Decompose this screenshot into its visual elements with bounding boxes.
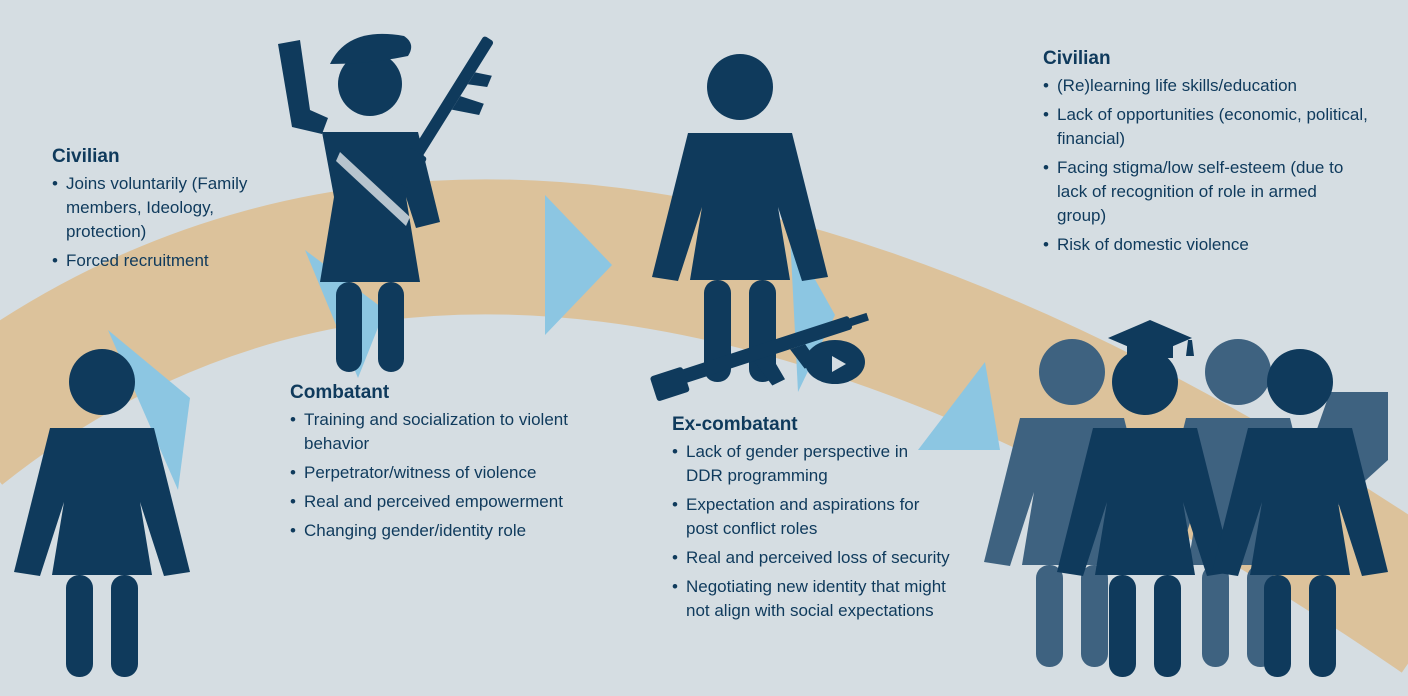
stage-item: Forced recruitment xyxy=(52,249,297,273)
rifle-icon xyxy=(392,36,494,188)
graduate-group-icon xyxy=(984,320,1388,677)
stage-item: Real and perceived empowerment xyxy=(290,490,635,514)
stage-item: Real and perceived loss of security xyxy=(672,546,997,570)
stage-item: Expectation and aspirations for post con… xyxy=(672,493,948,541)
stage-item: Perpetrator/witness of violence xyxy=(290,461,635,485)
stage-items: (Re)learning life skills/education Lack … xyxy=(1043,74,1388,257)
stage-item: Negotiating new identity that might not … xyxy=(672,575,971,623)
rifle-icon xyxy=(650,312,869,401)
beret-icon xyxy=(330,33,412,64)
stage-title: Combatant xyxy=(290,382,390,403)
ex-combatant-woman-icon xyxy=(650,54,869,401)
stage-item: (Re)learning life skills/education xyxy=(1043,74,1388,98)
stage-items: Lack of gender perspective in DDR progra… xyxy=(672,440,997,623)
stage-items: Training and socialization to violent be… xyxy=(290,408,635,543)
stage-item: Joins voluntarily (Family members, Ideol… xyxy=(52,172,297,244)
stage-civilian-end: Civilian (Re)learning life skills/educat… xyxy=(1043,48,1388,262)
stage-ex-combatant: Ex-combatant Lack of gender perspective … xyxy=(672,414,997,628)
stage-items: Joins voluntarily (Family members, Ideol… xyxy=(52,172,297,273)
stage-title: Civilian xyxy=(1043,48,1111,69)
stage-item: Changing gender/identity role xyxy=(290,519,635,543)
arrow-icon xyxy=(545,195,612,335)
graduation-cap-icon xyxy=(1108,320,1194,358)
stage-title: Ex-combatant xyxy=(672,414,798,435)
stage-title: Civilian xyxy=(52,146,120,167)
stage-combatant: Combatant Training and socialization to … xyxy=(290,382,635,548)
stage-item: Facing stigma/low self-esteem (due to la… xyxy=(1043,156,1367,228)
stage-item: Lack of opportunities (economic, politic… xyxy=(1043,103,1388,151)
stage-item: Lack of gender perspective in DDR progra… xyxy=(672,440,948,488)
stage-civilian-start: Civilian Joins voluntarily (Family membe… xyxy=(52,146,297,278)
stage-item: Risk of domestic violence xyxy=(1043,233,1388,257)
beret-icon xyxy=(805,340,865,384)
saluting-soldier-icon xyxy=(278,33,494,372)
stage-item: Training and socialization to violent be… xyxy=(290,408,574,456)
arrow-icon xyxy=(918,362,1000,450)
